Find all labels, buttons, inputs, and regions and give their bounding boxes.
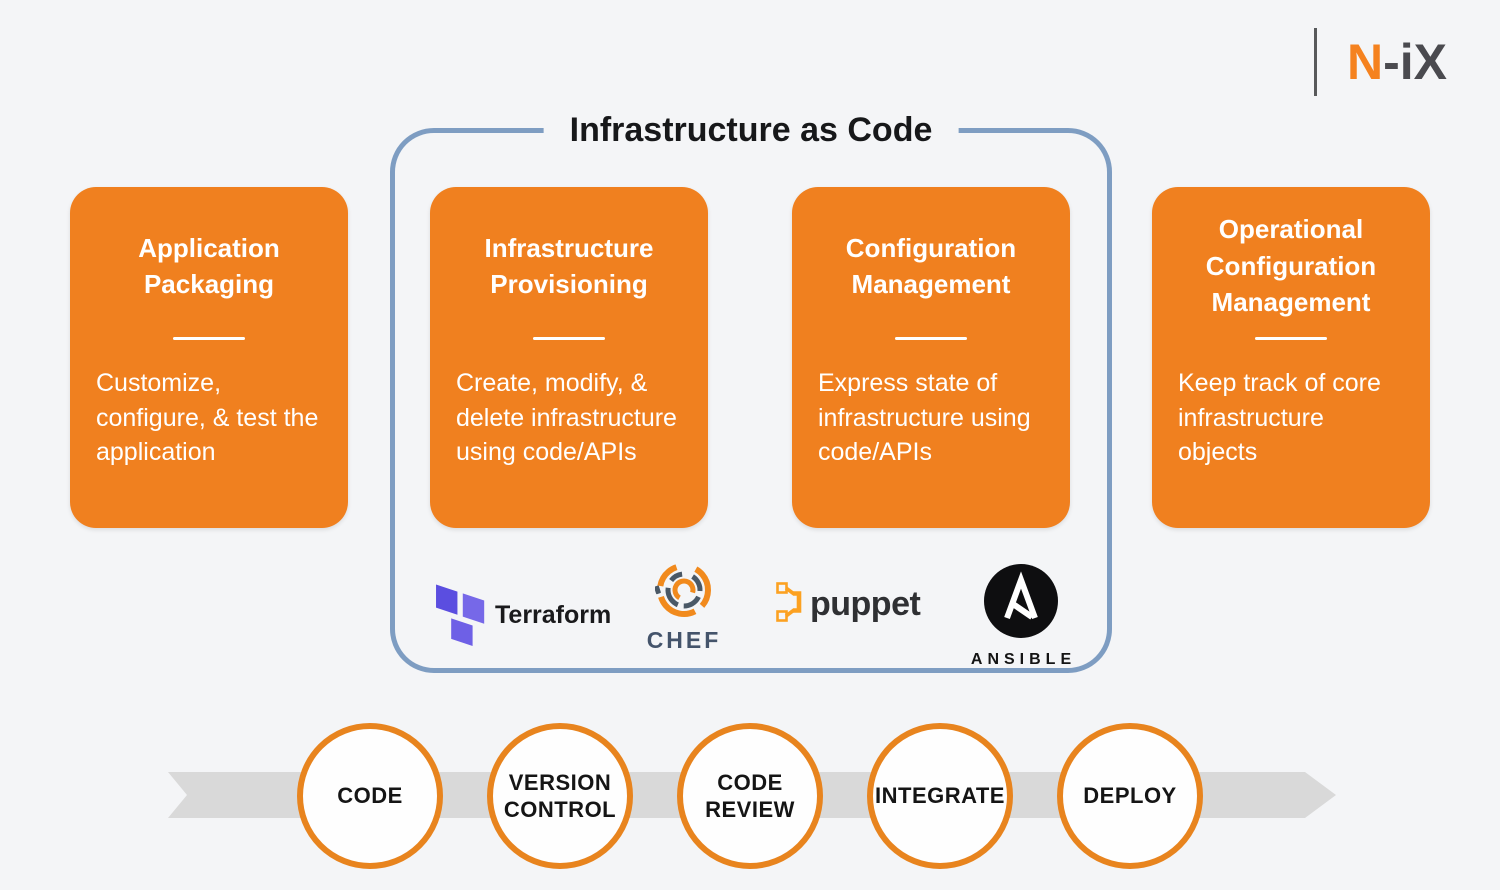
card-description: Express state of infrastructure using co… — [818, 369, 1031, 466]
card-configuration-management: Configuration Management Express state o… — [792, 187, 1070, 528]
brand-name-rest: -iX — [1383, 34, 1448, 90]
tool-ansible: ANSIBLE — [971, 563, 1071, 669]
pipeline-step-version-control: VERSION CONTROL — [487, 723, 633, 869]
brand-name-accent: N — [1347, 34, 1384, 90]
card-title: Application Packaging — [138, 232, 280, 299]
card-title: Operational Configuration Management — [1205, 214, 1377, 318]
card-title: Configuration Management — [845, 232, 1017, 299]
tool-terraform: Terraform — [434, 580, 611, 651]
pipeline-step-label: CODE REVIEW — [705, 769, 795, 823]
diagram-title: Infrastructure as Code — [543, 108, 959, 152]
ansible-icon — [983, 563, 1059, 644]
pipeline-step-deploy: DEPLOY — [1057, 723, 1203, 869]
card-divider — [173, 337, 245, 340]
chef-icon — [654, 561, 713, 624]
ansible-label: ANSIBLE — [970, 651, 1077, 668]
puppet-icon — [776, 582, 804, 627]
terraform-label: Terraform — [495, 601, 612, 629]
terraform-icon — [434, 580, 488, 651]
card-divider — [895, 337, 967, 340]
pipeline-step-integrate: INTEGRATE — [867, 723, 1013, 869]
pipeline-step-code-review: CODE REVIEW — [677, 723, 823, 869]
tool-puppet: puppet — [776, 582, 921, 627]
card-divider — [533, 337, 605, 340]
chef-label: CHEF — [646, 627, 722, 653]
card-operational-configuration-management: Operational Configuration Management Kee… — [1152, 187, 1430, 528]
pipeline-step-label: DEPLOY — [1083, 783, 1177, 809]
brand-name: N-iX — [1347, 37, 1447, 87]
card-description: Create, modify, & delete infrastructure … — [456, 369, 677, 466]
card-description: Keep track of core infrastructure object… — [1178, 369, 1381, 466]
card-divider — [1255, 337, 1327, 340]
tool-chef: CHEF — [646, 561, 722, 654]
pipeline-step-label: INTEGRATE — [875, 783, 1005, 809]
pipeline-step-label: CODE — [337, 783, 403, 809]
pipeline-step-label: VERSION CONTROL — [503, 769, 617, 823]
pipeline-step-code: CODE — [297, 723, 443, 869]
card-application-packaging: Application Packaging Customize, configu… — [70, 187, 348, 528]
brand-logo: N-iX — [1314, 28, 1447, 96]
card-title: Infrastructure Provisioning — [484, 232, 654, 299]
iac-group-outline: Infrastructure as Code — [390, 108, 1112, 673]
card-infrastructure-provisioning: Infrastructure Provisioning Create, modi… — [430, 187, 708, 528]
brand-separator — [1314, 28, 1317, 96]
puppet-label: puppet — [810, 585, 921, 623]
card-description: Customize, configure, & test the applica… — [96, 369, 319, 466]
